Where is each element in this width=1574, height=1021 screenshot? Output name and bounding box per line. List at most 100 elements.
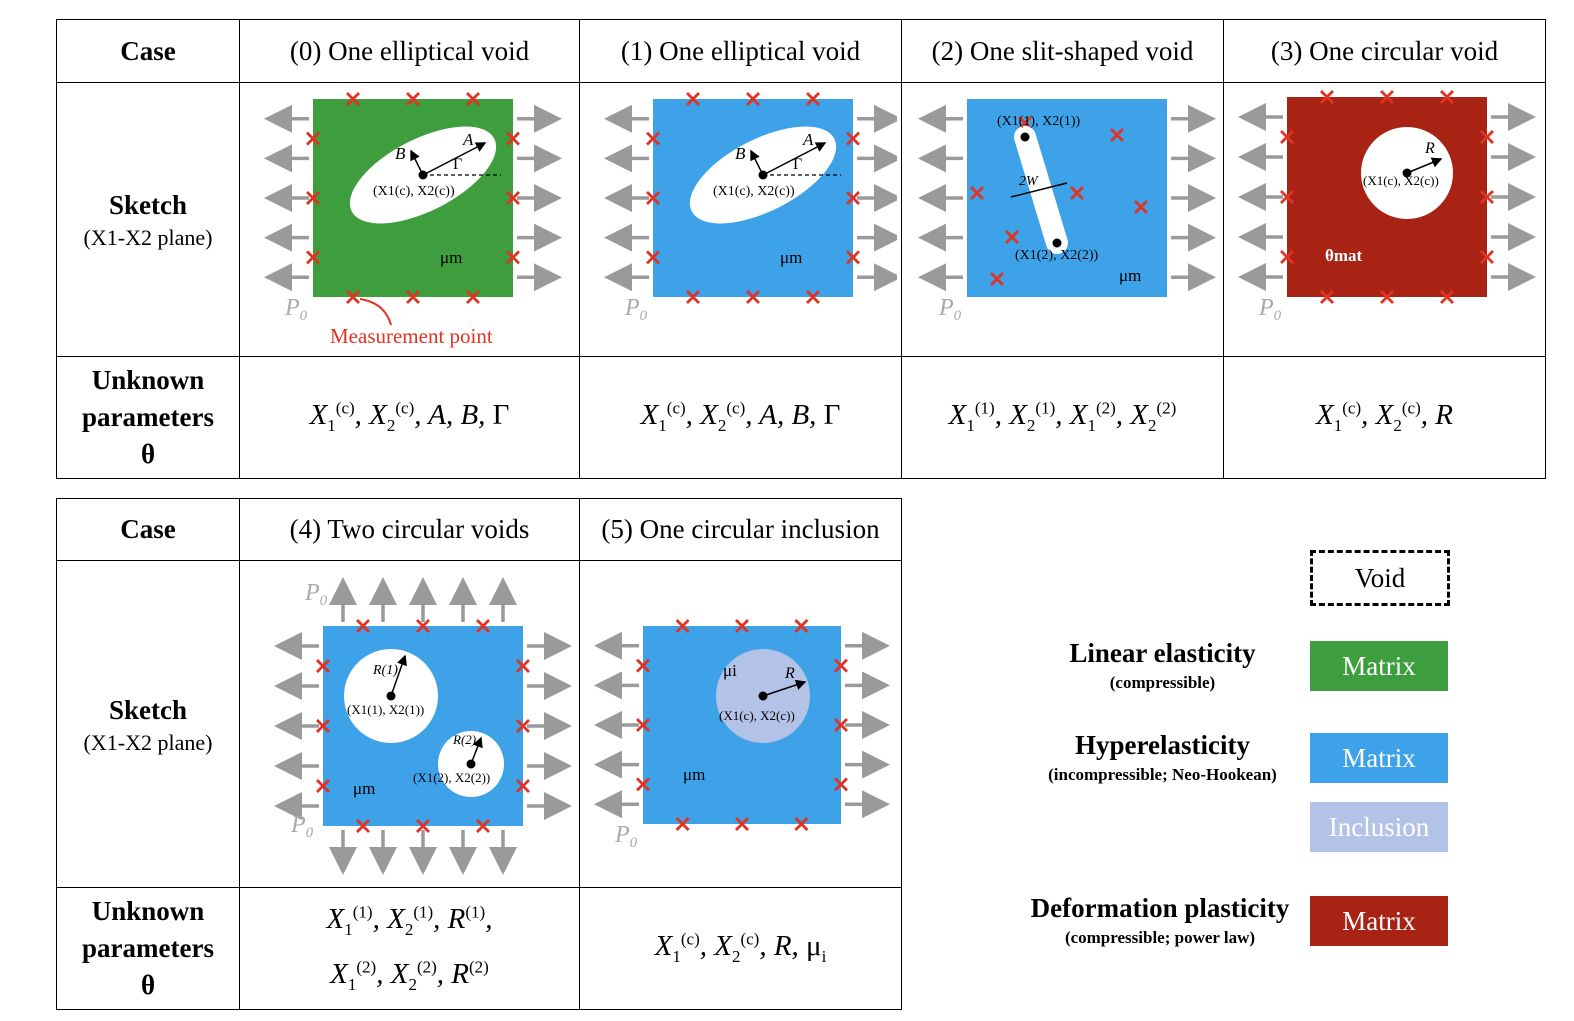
measurement-marker [805, 289, 820, 304]
measurement-marker [1069, 185, 1084, 200]
case-4-title: (4) Two circular voids [239, 498, 580, 561]
p0-label: P0 [938, 295, 962, 324]
hyper-title: Hyperelasticity [1075, 730, 1250, 760]
measurement-marker [1279, 189, 1294, 204]
axis-b-arrow [409, 149, 424, 175]
mu-m-label: μm [353, 779, 375, 798]
p0-label: P0 [290, 812, 314, 841]
case-4-params-text: X1(1), X2(1), R(1),X1(2), X2(2), R(2) [326, 902, 493, 994]
theta-label: θ [140, 439, 156, 469]
case-4-params: X1(1), X2(1), R(1),X1(2), X2(2), R(2) [239, 887, 580, 1010]
sketch-label-bottom: Sketch [108, 694, 187, 725]
measurement-marker [405, 289, 420, 304]
case-5-title: (5) One circular inclusion [579, 498, 902, 561]
measurement-marker [635, 718, 650, 732]
theta-mat-label: θmat [1325, 246, 1363, 265]
measurement-marker [515, 719, 530, 733]
center-1-label: (X1(1), X2(1)) [997, 114, 1081, 129]
measurement-marker [415, 619, 430, 633]
radius-arrow [1406, 157, 1442, 174]
measurement-marker [1133, 199, 1148, 214]
case-0-params-text: X1(c), X2(c), A, B, Γ [309, 398, 510, 436]
measurement-marker [845, 131, 860, 146]
measurement-marker [845, 249, 860, 264]
measurement-marker [833, 658, 848, 673]
end-point-1 [1020, 132, 1029, 141]
measurement-marker [355, 619, 370, 633]
p0-label: P0 [614, 822, 638, 851]
measurement-marker [685, 289, 700, 304]
gamma-label: Γ [453, 156, 462, 173]
plane-label: (X1-X2 plane) [83, 225, 213, 250]
p0-label: P0 [304, 580, 328, 609]
center-1-label: (X1(1), X2(1)) [347, 702, 424, 717]
p0-label: P0 [1258, 295, 1282, 324]
case-3-diagram: P0R(X1(c), X2(c))θmat [1237, 89, 1536, 324]
measurement-marker [833, 777, 848, 792]
measurement-marker [315, 779, 330, 793]
case-3-title: (3) One circular void [1223, 19, 1546, 83]
case-5-params: X1(c), X2(c), R, μi [579, 887, 902, 1010]
inclusion-label: Inclusion [1328, 811, 1430, 842]
mu-m-label: μm [440, 248, 462, 267]
axis-b-arrow [749, 149, 764, 175]
measurement-marker [645, 190, 660, 205]
measurement-marker [315, 719, 330, 733]
axis-a-arrow [762, 141, 826, 176]
measurement-marker [645, 249, 660, 264]
parameters-label-bottom: parameters [82, 933, 214, 963]
a-label: A [802, 130, 814, 149]
measurement-marker [685, 91, 700, 106]
bottom-table: Case (4) Two circular voids (5) One circ… [56, 498, 902, 1010]
measurement-marker [355, 819, 370, 833]
measurement-marker [793, 619, 808, 633]
end-point-2 [1052, 238, 1061, 247]
measurement-marker [405, 91, 420, 106]
measurement-marker [1479, 249, 1494, 264]
case-2-title: (2) One slit-shaped void [901, 19, 1224, 83]
hyper-matrix-box: Matrix [1310, 733, 1448, 783]
measurement-marker [505, 131, 520, 146]
b-label: B [735, 144, 746, 163]
measurement-marker [1319, 289, 1334, 304]
top-table: Case (0) One elliptical void (1) One ell… [56, 19, 1546, 479]
radius-1-arrow [389, 654, 407, 697]
measurement-marker [1439, 89, 1454, 104]
measurement-marker [745, 289, 760, 304]
measurement-marker [805, 91, 820, 106]
unknown-label: Unknown [91, 365, 205, 395]
measurement-marker [845, 190, 860, 205]
hyper-sub: (incompressible; Neo-Hookean) [1048, 765, 1277, 784]
measurement-marker [415, 819, 430, 833]
measurement-marker [345, 91, 360, 106]
measurement-marker [345, 289, 360, 304]
measurement-marker [635, 658, 650, 673]
mu-m-label: μm [1119, 266, 1141, 285]
radius-2-arrow [469, 736, 483, 765]
void-legend-box: Void [1310, 550, 1450, 606]
linear-matrix-label: Matrix [1342, 650, 1416, 681]
linear-matrix-box: Matrix [1310, 641, 1448, 691]
plastic-title: Deformation plasticity [1030, 893, 1290, 923]
case-0-params: X1(c), X2(c), A, B, Γ [239, 356, 580, 479]
gamma-label: Γ [793, 156, 802, 173]
case-4-diagram: R(1)R(2)(X1(1), X2(1))(X1(2), X2(2))μmP0… [273, 577, 572, 875]
measurement-marker [989, 271, 1004, 286]
measurement-marker [305, 131, 320, 146]
measurement-marker [675, 817, 690, 831]
unknown-label-bottom: Unknown [91, 896, 205, 926]
measurement-marker [1319, 89, 1334, 104]
measurement-marker [1379, 289, 1394, 304]
axis-a-arrow [422, 141, 486, 176]
measurement-marker [1379, 89, 1394, 104]
measurement-marker [465, 91, 480, 106]
measurement-marker [1439, 289, 1454, 304]
r-label: R [784, 665, 795, 682]
case-2-params: X1(1), X2(1), X1(2), X2(2) [901, 356, 1224, 479]
